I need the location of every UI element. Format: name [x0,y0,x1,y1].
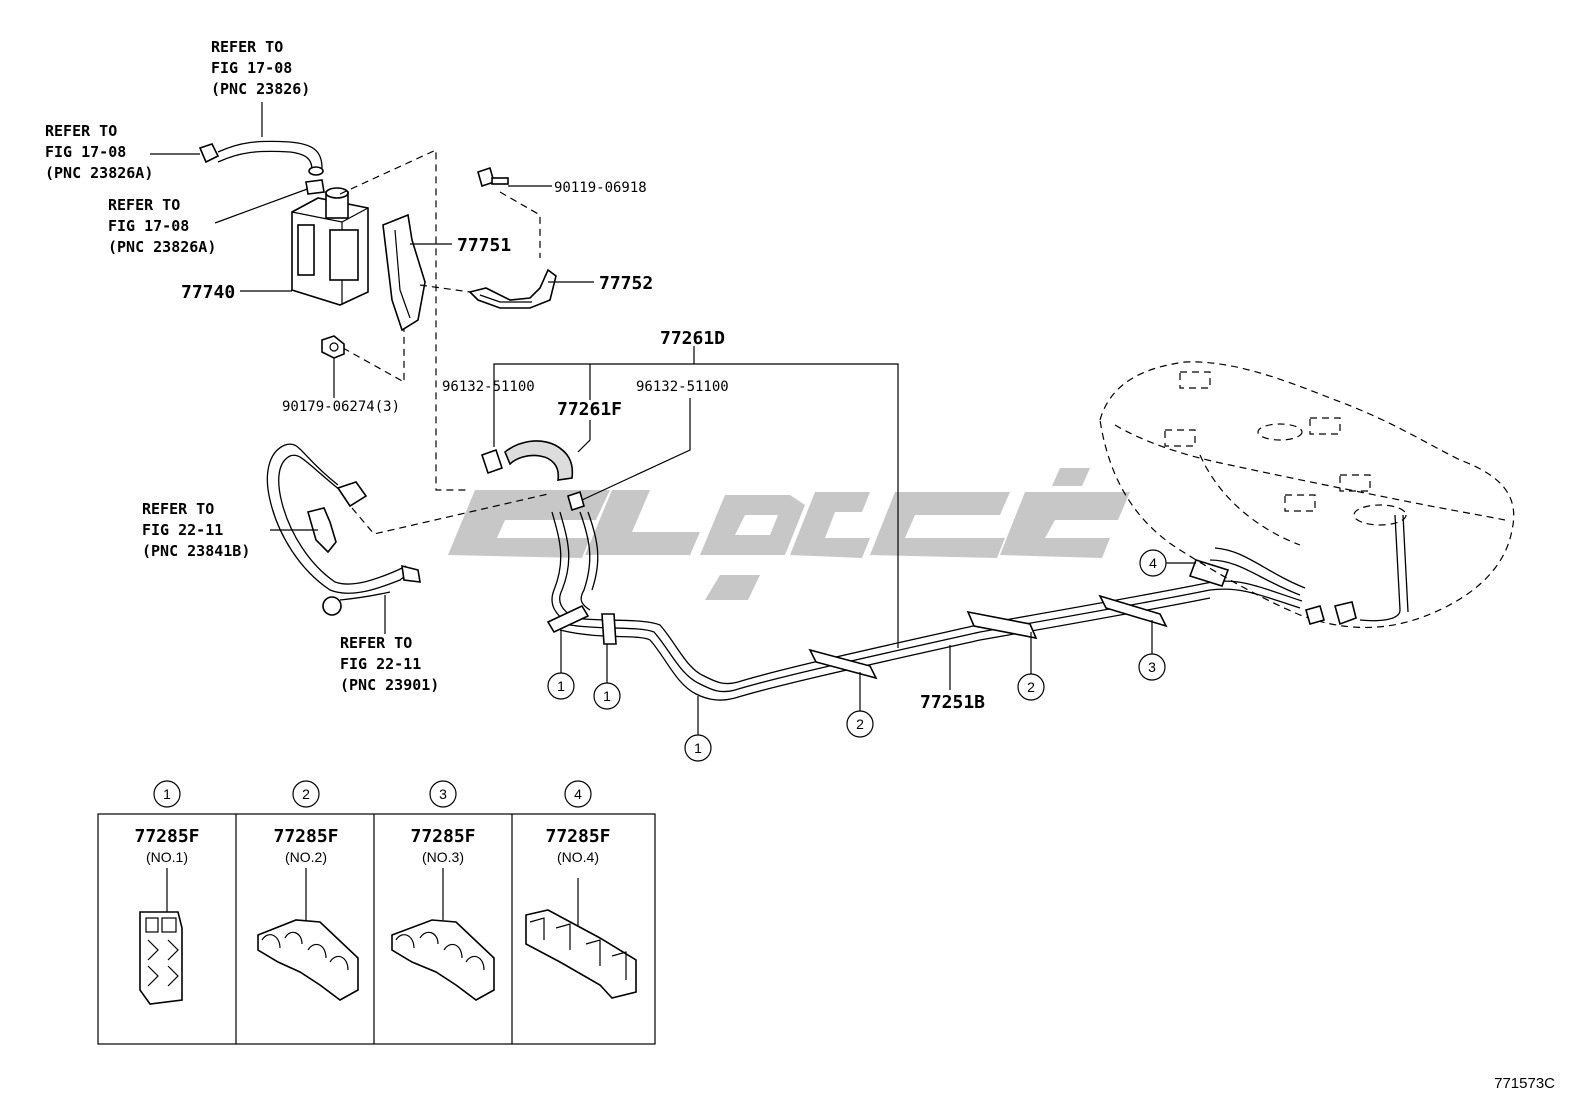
svg-text:3: 3 [1148,659,1156,675]
clamp-cell-1[interactable]: 1 77285F (NO.1) [134,780,200,1005]
svg-text:(PNC 23826A): (PNC 23826A) [45,164,153,182]
svg-text:REFER TO: REFER TO [108,196,180,214]
clip-left-96132 [480,448,504,475]
svg-text:FIG 17-08: FIG 17-08 [211,59,292,77]
figure-id: 771573C [1494,1075,1555,1092]
part-number-77751[interactable]: 77751 [457,235,511,256]
svg-text:(PNC 23826): (PNC 23826) [211,80,310,98]
clamp-cell-2[interactable]: 2 77285F (NO.2) [257,780,359,1001]
callout-1a: 1 [547,672,575,700]
svg-text:(PNC 23826A): (PNC 23826A) [108,238,216,256]
svg-text:1: 1 [694,740,702,756]
svg-text:4: 4 [574,786,582,802]
dash-nut [342,320,405,384]
part-number-nut[interactable]: 90179-06274(3) [282,399,400,415]
callout-leaders [560,562,1196,735]
callout-1c: 1 [684,734,712,762]
fuel-tank [1099,361,1515,628]
clamp-cell-3[interactable]: 3 77285F (NO.3) [391,780,495,1001]
tube-clamps [546,559,1230,680]
refer-hose-upper: REFER TO FIG 22-11 (PNC 23841B) [142,500,250,560]
refer-top: REFER TO FIG 17-08 (PNC 23826) [211,38,310,98]
svg-text:77285F: 77285F [410,826,475,847]
leader-left-mid-ref [214,187,311,224]
bracket-77752 [468,268,557,309]
nut-90179 [321,335,345,359]
svg-text:FIG 22-11: FIG 22-11 [340,655,421,673]
svg-text:1: 1 [557,678,565,694]
part-number-77261d[interactable]: 77261D [660,328,725,349]
svg-text:(NO.1): (NO.1) [146,849,188,865]
svg-text:1: 1 [603,688,611,704]
svg-text:REFER TO: REFER TO [340,634,412,652]
svg-text:77285F: 77285F [545,826,610,847]
fuel-tube-77251b [551,511,1306,701]
hose-77261f [504,440,574,481]
svg-text:(PNC 23901): (PNC 23901) [340,676,439,694]
vent-hose-upper [198,140,324,176]
svg-text:77285F: 77285F [134,826,199,847]
svg-text:4: 4 [1149,555,1157,571]
clip-right-96132 [567,490,585,512]
callout-2a: 2 [846,710,874,738]
svg-text:(PNC 23841B): (PNC 23841B) [142,542,250,560]
callout-4: 4 [1139,549,1167,577]
bracket-77751 [382,213,426,332]
part-number-clip-left[interactable]: 96132-51100 [442,379,535,395]
svg-text:(NO.4): (NO.4) [557,849,599,865]
bolt-90119 [477,166,509,188]
part-number-77740[interactable]: 77740 [181,282,235,303]
refer-hose-lower: REFER TO FIG 22-11 (PNC 23901) [340,634,439,694]
dash-canister-mount [339,149,470,491]
leader-77261d-frame [493,363,899,648]
charcoal-canister [291,179,369,306]
svg-text:FIG 17-08: FIG 17-08 [108,217,189,235]
svg-text:REFER TO: REFER TO [142,500,214,518]
callout-2b: 2 [1017,673,1045,701]
part-number-77251b[interactable]: 77251B [920,692,985,713]
leader-77261f [577,420,591,453]
callout-3: 3 [1138,653,1166,681]
svg-text:FIG 17-08: FIG 17-08 [45,143,126,161]
svg-text:REFER TO: REFER TO [211,38,283,56]
dash-bracket-link [419,284,471,293]
watermark-logo [448,468,1130,600]
svg-text:2: 2 [856,716,864,732]
svg-text:77285F: 77285F [273,826,338,847]
svg-text:(NO.3): (NO.3) [422,849,464,865]
part-number-77261f[interactable]: 77261F [557,399,622,420]
callout-1b: 1 [593,682,621,710]
svg-text:FIG 22-11: FIG 22-11 [142,521,223,539]
leader-clip-right [581,398,691,501]
clamp-table: 1 77285F (NO.1) 2 77285F (NO.2) 3 77285F… [97,780,656,1045]
part-number-clip-right[interactable]: 96132-51100 [636,379,729,395]
part-number-77752[interactable]: 77752 [599,273,653,294]
part-number-bolt[interactable]: 90119-06918 [554,180,647,196]
svg-text:1: 1 [163,786,171,802]
hose-refer-22-11 [266,443,421,616]
refer-left-mid: REFER TO FIG 17-08 (PNC 23826A) [108,196,216,256]
svg-text:3: 3 [439,786,447,802]
refer-left-upper: REFER TO FIG 17-08 (PNC 23826A) [45,122,153,182]
svg-text:REFER TO: REFER TO [45,122,117,140]
svg-text:2: 2 [302,786,310,802]
svg-text:(NO.2): (NO.2) [285,849,327,865]
svg-text:2: 2 [1027,679,1035,695]
clamp-cell-4[interactable]: 4 77285F (NO.4) [525,780,637,999]
dash-bolt [499,191,541,258]
